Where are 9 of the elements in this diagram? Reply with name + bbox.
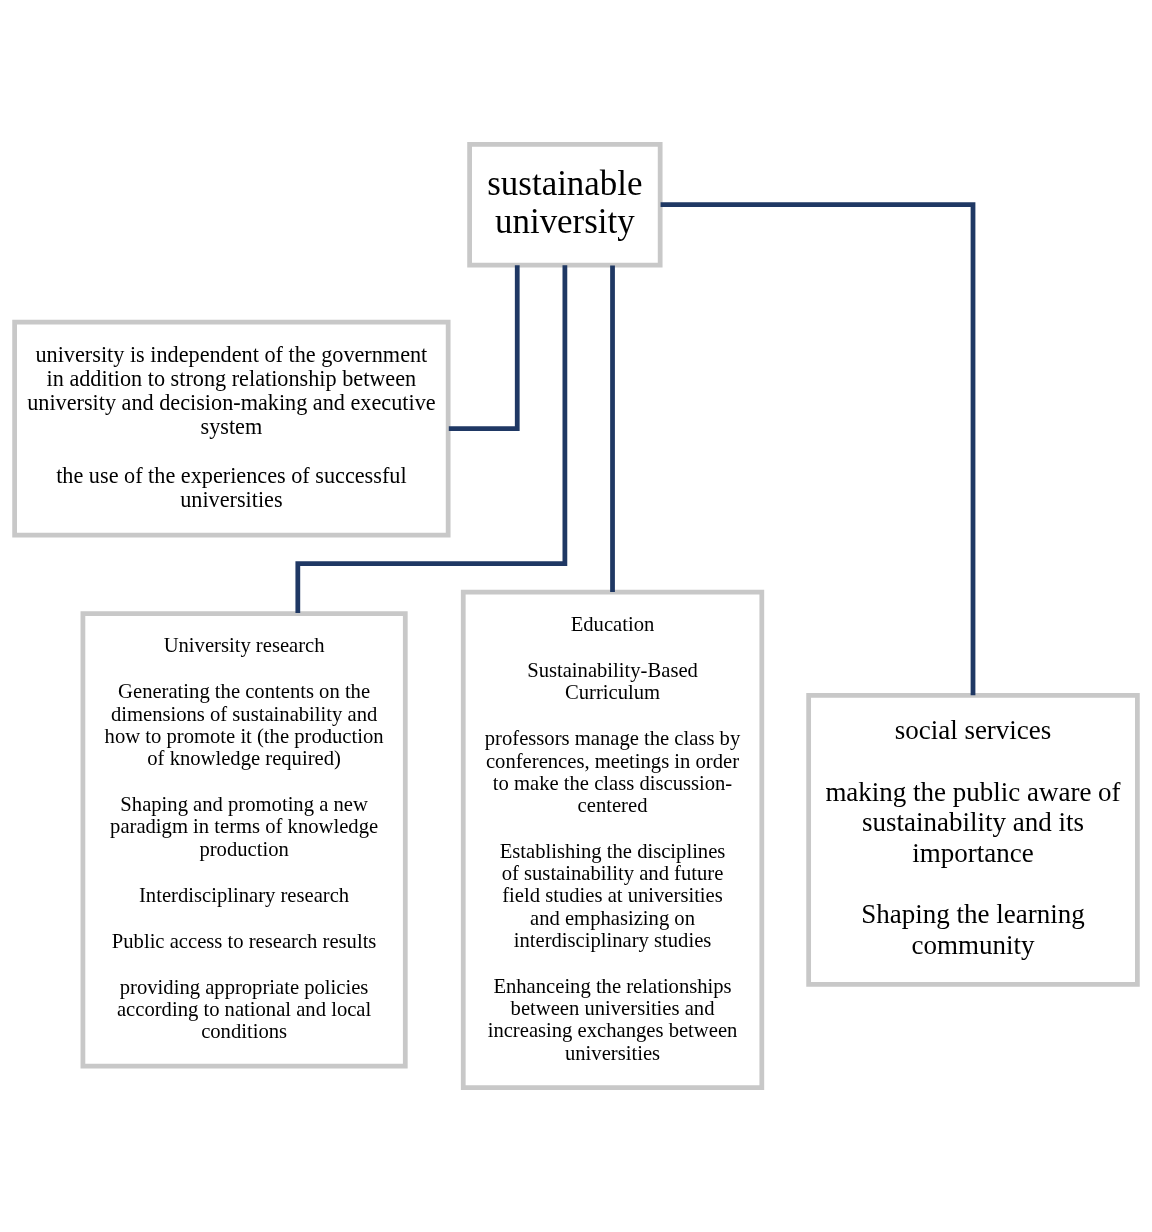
node-box: University research Generating the contents on the dimensions of sustainability and how to promote it (the production of knowledge required) Shaping and promoting a new paradigm in terms of knowledge production Interdisciplinary research Public access to research results providing appropriate policies according to national and local conditions <box>80 611 408 1069</box>
node-box: university is independent of the government in addition to strong relationship between university and decision-making and executive system the use of the experiences of successful universities <box>12 319 451 538</box>
connector <box>295 265 568 613</box>
node-box: Education Sustainability-Based Curriculum professors manage the class by conferences, meetings in order to make the class discussion-centered Establishing the disciplines of sustainability and future field studies at universities and emphasizing on interdisciplinary studies Enhanceing the relationships between universities and increasing exchanges between universities <box>460 589 765 1091</box>
node-box: social services making the public aware of sustainability and its importance Shaping the learning community <box>806 693 1140 987</box>
connector <box>448 265 520 431</box>
connector <box>660 202 976 696</box>
node-box: sustainable university <box>467 141 663 268</box>
connector <box>610 265 615 592</box>
